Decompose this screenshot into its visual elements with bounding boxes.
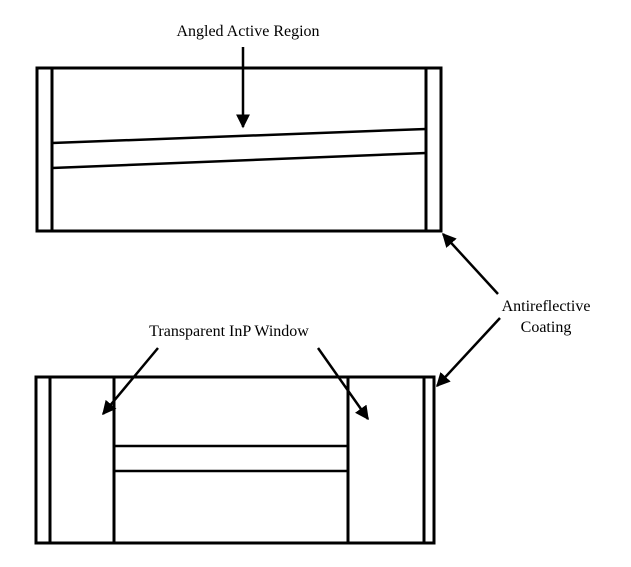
bottom-device: [34, 375, 436, 545]
label-transparent-inp-window: Transparent InP Window: [149, 323, 309, 340]
angled-active-region-lower-edge: [51, 151, 427, 170]
top-device: [35, 66, 443, 233]
label-antireflective: Antireflective: [502, 298, 591, 315]
arrow-coating-top: [442, 232, 499, 295]
arrow-window-right: [316, 347, 370, 421]
label-angled-active-region: Angled Active Region: [176, 23, 319, 40]
bottom-device-body: [34, 375, 436, 545]
top-device-body: [35, 66, 443, 233]
angled-active-region-upper-edge: [51, 127, 427, 145]
arrow-window-left: [102, 347, 159, 416]
arrow-coating-bottom: [436, 317, 501, 388]
label-coating: Coating: [521, 319, 572, 336]
